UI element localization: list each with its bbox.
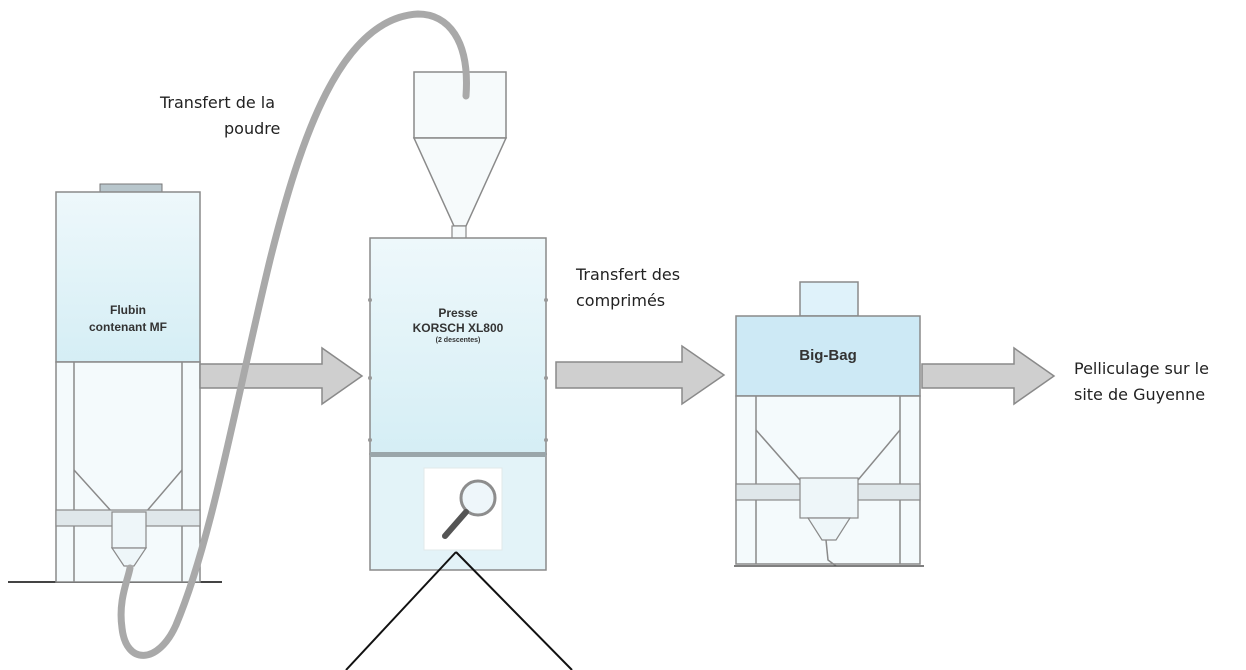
- flubin-label-line2: contenant MF: [89, 320, 167, 334]
- label-transfert-poudre-line1: Transfert de la: [160, 93, 276, 112]
- arrow-presse-to-bigbag: [555, 344, 726, 406]
- magnifier-icon: [442, 479, 497, 539]
- bigbag-label: Big-Bag: [738, 346, 918, 366]
- flubin-label: Flubin contenant MF: [60, 302, 196, 336]
- bigbag-label-text: Big-Bag: [799, 347, 857, 364]
- arrow-bigbag-to-pelliculage: [921, 346, 1056, 406]
- zoom-line-left: [345, 551, 457, 670]
- arrow-flubin-to-presse: [199, 346, 364, 406]
- label-pelliculage: Pelliculage sur le site de Guyenne: [1074, 356, 1209, 408]
- label-transfert-comprimes-line2: comprimés: [576, 291, 666, 310]
- powder-transfer-tube: [117, 10, 470, 659]
- presse-note: (2 descentes): [435, 337, 481, 344]
- label-transfert-poudre: Transfert de la poudre: [160, 90, 280, 142]
- flubin-label-line1: Flubin: [110, 303, 146, 317]
- presse-model: KORSCH XL800: [412, 321, 504, 335]
- label-transfert-comprimes-line1: Transfert des: [576, 265, 681, 284]
- presse-label: Presse KORSCH XL800 (2 descentes): [372, 306, 544, 346]
- presse-name: Presse: [438, 306, 478, 320]
- flubin-container: [55, 183, 201, 583]
- zoom-line-right: [455, 551, 573, 670]
- bigbag-station: [735, 281, 921, 567]
- label-pelliculage-line2: site de Guyenne: [1074, 385, 1206, 404]
- label-transfert-comprimes: Transfert des comprimés: [576, 262, 680, 314]
- presse-machine: [368, 71, 548, 571]
- label-pelliculage-line1: Pelliculage sur le: [1074, 359, 1209, 378]
- label-transfert-poudre-line2: poudre: [224, 119, 281, 138]
